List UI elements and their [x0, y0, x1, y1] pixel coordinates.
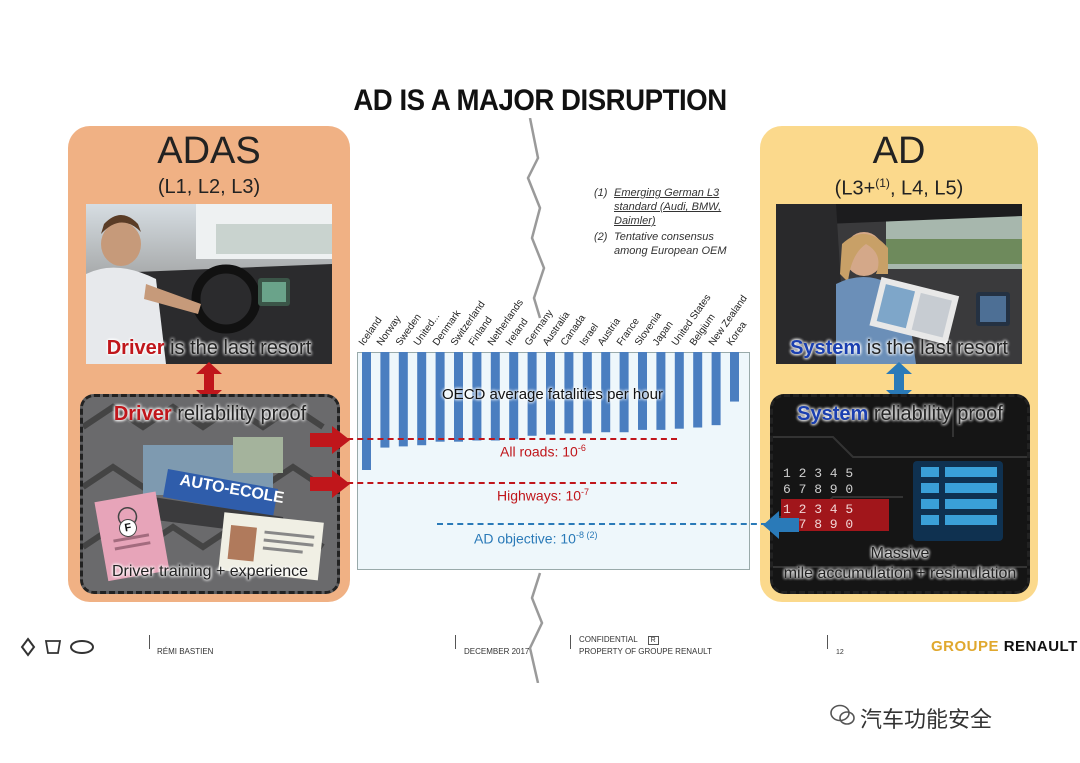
watermark-text: 汽车功能安全: [860, 707, 993, 732]
driver-resort-text: Driver is the last resort: [86, 337, 332, 360]
chart-bar: [638, 352, 647, 430]
system-proof-text: System reliability proof: [773, 403, 1027, 426]
chart-bar: [398, 352, 408, 447]
system-keyword: System: [790, 337, 862, 359]
chart-bar: [435, 352, 445, 442]
chart-bar: [674, 352, 684, 429]
autonomous-car-photo-image: [776, 204, 1022, 364]
footnote-2-number: (2): [594, 231, 608, 243]
system-resort-rest: is the last resort: [861, 337, 1008, 359]
chart-bar: [564, 352, 574, 434]
footnote-1: (1) Emerging German L3 standard (Audi, B…: [594, 186, 734, 228]
footnote-2: (2) Tentative consensus among European O…: [594, 230, 734, 258]
red-right-arrow-icon: [310, 470, 350, 498]
chart-bar: [380, 352, 390, 448]
chart-bar: [546, 352, 555, 435]
ad-panel: AD (L3+(1), L4, L5) System is the last r…: [760, 126, 1038, 602]
svg-text:1 2 3 4 5: 1 2 3 4 5: [783, 466, 853, 481]
blue-left-arrow-icon: [763, 511, 799, 539]
footnote-1-number: (1): [594, 187, 608, 199]
adas-heading: ADAS: [157, 130, 261, 172]
ad-heading: AD: [872, 130, 926, 172]
footer-page-number: 12: [836, 649, 844, 656]
disruption-crack: [526, 118, 546, 683]
chart-bar: [472, 352, 482, 441]
red-right-arrow-icon: [310, 426, 350, 454]
blue-updown-arrow-icon: [886, 362, 912, 402]
ad-levels-prefix: (L3+: [834, 177, 876, 200]
driver-keyword: Driver: [106, 337, 165, 359]
footer-separator: [149, 635, 150, 649]
chart-bar: [490, 352, 500, 441]
footer-confidential-mark: R: [647, 636, 659, 645]
footer-separator: [455, 635, 456, 649]
footnote-2-text: Tentative consensus among European OEM: [614, 231, 727, 257]
driver-training-caption: Driver training + experience: [111, 563, 309, 580]
reference-line-label: AD objective: 10-8 (2): [474, 530, 598, 547]
system-proof-keyword: System: [797, 403, 869, 425]
footer-confidential: CONFIDENTIAL R: [579, 635, 659, 645]
chart-bar: [656, 352, 666, 430]
driver-proof-rest: reliability proof: [171, 403, 307, 425]
renault-logo-icon: [20, 637, 36, 657]
ad-levels-sup: (1): [875, 176, 890, 190]
adas-panel: ADAS (L1, L2, L3) Driver is the last res…: [68, 126, 350, 602]
ad-levels-suffix: , L4, L5): [889, 177, 964, 200]
driver-resort-rest: is the last resort: [164, 337, 312, 359]
driver-photo: Driver is the last resort: [86, 204, 332, 364]
chart-bar: [417, 352, 427, 446]
adas-levels: (L1, L2, L3): [157, 176, 261, 198]
renault-group-logos: [20, 637, 94, 657]
reference-line-label: All roads: 10-6: [500, 443, 586, 460]
footer-separator: [827, 635, 828, 649]
footer-property: PROPERTY OF GROUPE RENAULT: [579, 647, 712, 656]
footer-author: RÉMI BASTIEN: [157, 647, 214, 656]
dacia-logo-icon: [44, 640, 62, 654]
driver-proof-keyword: Driver: [113, 403, 172, 425]
svg-text:1 2 3 4 5: 1 2 3 4 5: [783, 502, 853, 517]
reference-line: [437, 523, 767, 525]
chart-bar: [601, 352, 611, 433]
footer-confidential-text: CONFIDENTIAL: [579, 635, 638, 644]
chart-bar: [527, 352, 537, 436]
fatalities-chart-svg: [362, 352, 739, 470]
massive-caption-line2: mile accumulation + resimulation: [783, 565, 1017, 582]
reference-line: [337, 482, 677, 484]
brand-groupe: GROUPE: [931, 638, 1004, 655]
svg-text:6 7 8 9 0: 6 7 8 9 0: [783, 517, 853, 532]
tyre-tread-background: [83, 397, 337, 591]
reference-line: [337, 438, 677, 440]
groupe-renault-brand: GROUPE RENAULT: [931, 638, 1078, 655]
nissan-logo-icon: [70, 640, 94, 654]
system-proof-rest: reliability proof: [868, 403, 1003, 425]
reference-line-label: Highways: 10-7: [497, 487, 590, 504]
autonomous-car-photo: System is the last resort: [776, 204, 1022, 364]
driver-photo-image: [86, 204, 332, 364]
driver-proof-text: Driver reliability proof: [83, 403, 337, 426]
chart-bar: [619, 352, 629, 433]
wechat-icon: [830, 704, 855, 725]
chart-bar: [509, 352, 519, 440]
circuit-background: 1 2 3 4 5 6 7 8 9 0 1 2 3 4 5 6 7 8 9 0: [773, 397, 1027, 591]
chart-bar: [711, 352, 721, 426]
red-updown-arrow-icon: [196, 362, 222, 402]
chart-bar: [730, 352, 739, 402]
system-proof-box: 1 2 3 4 5 6 7 8 9 0 1 2 3 4 5 6 7 8 9 0 …: [770, 394, 1030, 594]
chart-title: OECD average fatalities per hour: [442, 386, 663, 403]
slide-title: AD IS A MAJOR DISRUPTION: [353, 84, 727, 117]
footer-date: DECEMBER 2017: [464, 647, 530, 656]
svg-text:6 7 8 9 0: 6 7 8 9 0: [783, 482, 853, 497]
chart-bar: [454, 352, 463, 442]
footer-separator: [570, 635, 571, 649]
massive-caption-line1: Massive: [870, 545, 930, 562]
ad-levels: (L3+(1), L4, L5): [760, 176, 1038, 201]
chart-bar: [693, 352, 703, 428]
system-resort-text: System is the last resort: [776, 337, 1022, 360]
brand-renault: RENAULT: [1003, 638, 1078, 655]
chart-bar: [362, 352, 371, 470]
footnotes: (1) Emerging German L3 standard (Audi, B…: [594, 186, 734, 258]
driver-proof-box: Driver reliability proof AUTO-ECOLE F Dr…: [80, 394, 340, 594]
footnote-1-text: Emerging German L3 standard (Audi, BMW, …: [614, 187, 722, 227]
chart-bar: [582, 352, 592, 434]
